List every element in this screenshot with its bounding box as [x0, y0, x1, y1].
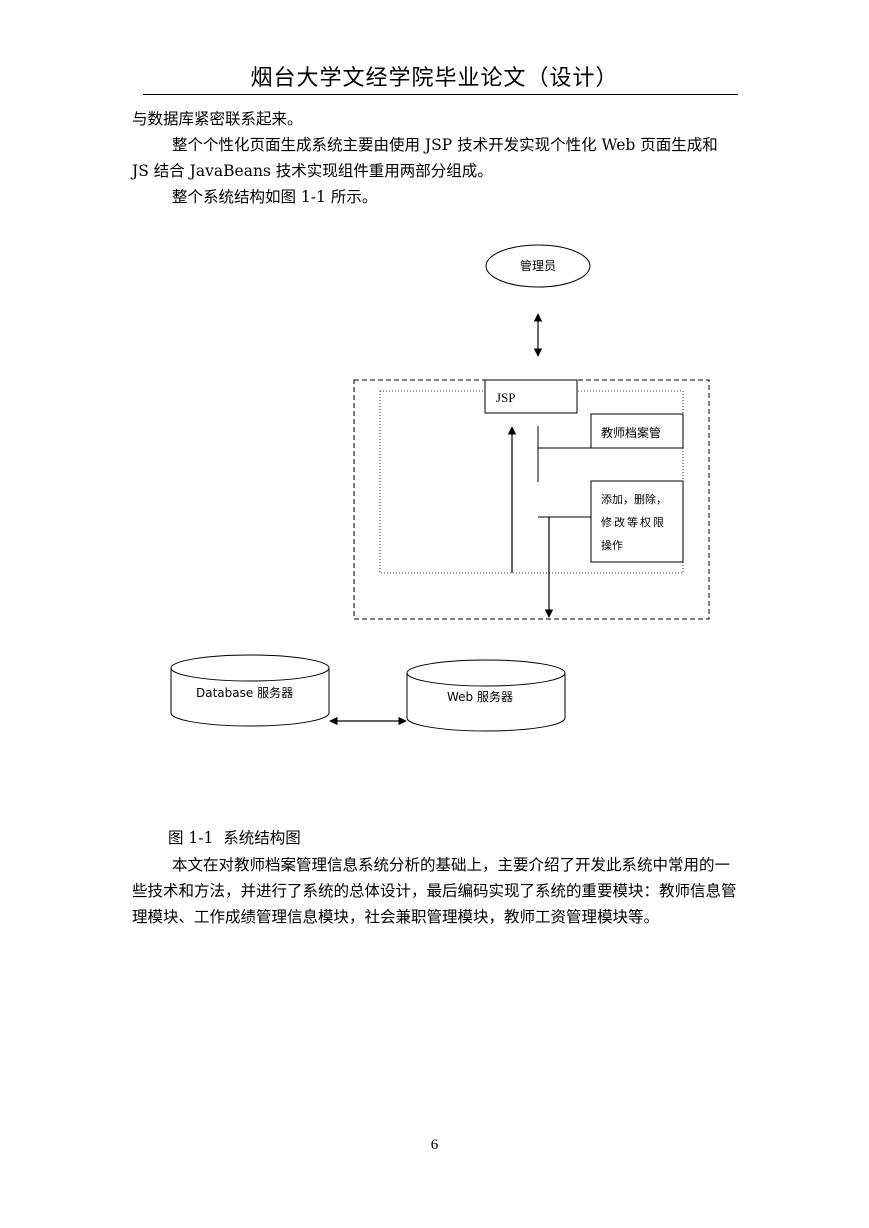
admin-node: 管理员 — [485, 244, 591, 288]
operations-line-3: 操作 — [601, 538, 623, 552]
operations-line-2: 修改等权限 — [601, 515, 666, 529]
intro-paragraph-system: 整个个性化页面生成系统主要由使用 JSP 技术开发实现个性化 Web 页面生成和… — [132, 136, 718, 180]
thesis-header-title: 烟台大学文经学院毕业论文（设计） — [250, 66, 619, 91]
jsp-node: JSP — [484, 379, 578, 414]
teacher-archive-node: 教师档案管 — [590, 413, 684, 449]
intro-line: 与数据库紧密联系起来。 — [132, 110, 303, 128]
teacher-archive-label: 教师档案管 — [601, 425, 661, 440]
operations-node: 添加，删除， 修改等权限 操作 — [590, 480, 684, 563]
conclusion-text: 本文在对教师档案管理信息系统分析的基础上，主要介绍了开发此系统中常用的一些技术和… — [132, 852, 738, 930]
page-number: 6 — [430, 1137, 439, 1153]
web-server-label: Web 服务器 — [447, 689, 513, 704]
system-structure-diagram: 管理员 JSP 教师档案管 添加，删除， 修改等权限 操作 Database 服… — [170, 244, 710, 732]
intro-text: 与数据库紧密联系起来。 整个个性化页面生成系统主要由使用 JSP 技术开发实现个… — [132, 106, 738, 210]
conclusion-paragraph: 本文在对教师档案管理信息系统分析的基础上，主要介绍了开发此系统中常用的一些技术和… — [132, 856, 737, 926]
database-server-node: Database 服务器 — [170, 654, 330, 727]
operations-line-1: 添加，删除， — [601, 492, 667, 506]
web-server-node: Web 服务器 — [406, 659, 566, 732]
jsp-label: JSP — [496, 390, 516, 405]
header-divider — [143, 94, 738, 95]
figure-caption: 图 1-1 系统结构图 — [168, 829, 301, 847]
intro-paragraph-figure-ref: 整个系统结构如图 1-1 所示。 — [172, 188, 378, 206]
database-server-label: Database 服务器 — [196, 685, 293, 700]
admin-label: 管理员 — [520, 258, 556, 273]
